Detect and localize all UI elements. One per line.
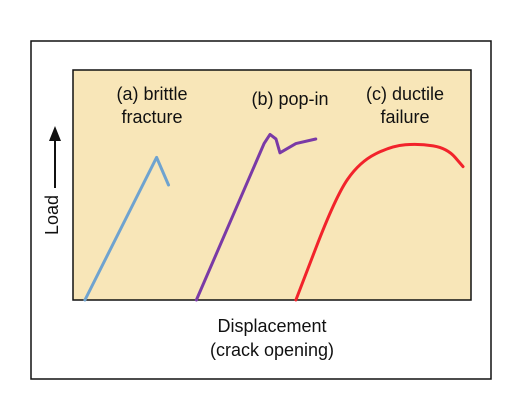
- series-c-label-line1: (c) ductile: [366, 84, 444, 104]
- plot-area: [72, 69, 472, 301]
- x-axis-label-line2: (crack opening): [210, 340, 334, 360]
- up-arrow-icon: [49, 126, 61, 188]
- y-axis-label: Load: [42, 195, 62, 235]
- curve-ductile-failure: [294, 142, 465, 302]
- series-a-label-line2: fracture: [121, 107, 182, 127]
- series-b-label: (b) pop-in: [251, 89, 328, 109]
- x-axis-label: Displacement: [217, 316, 326, 336]
- curves: [83, 132, 465, 302]
- series-a-label-line1: (a) brittle: [116, 84, 187, 104]
- curve-pop-in: [194, 132, 318, 302]
- curve-brittle-fracture: [83, 155, 171, 302]
- series-c-label-line2: failure: [380, 107, 429, 127]
